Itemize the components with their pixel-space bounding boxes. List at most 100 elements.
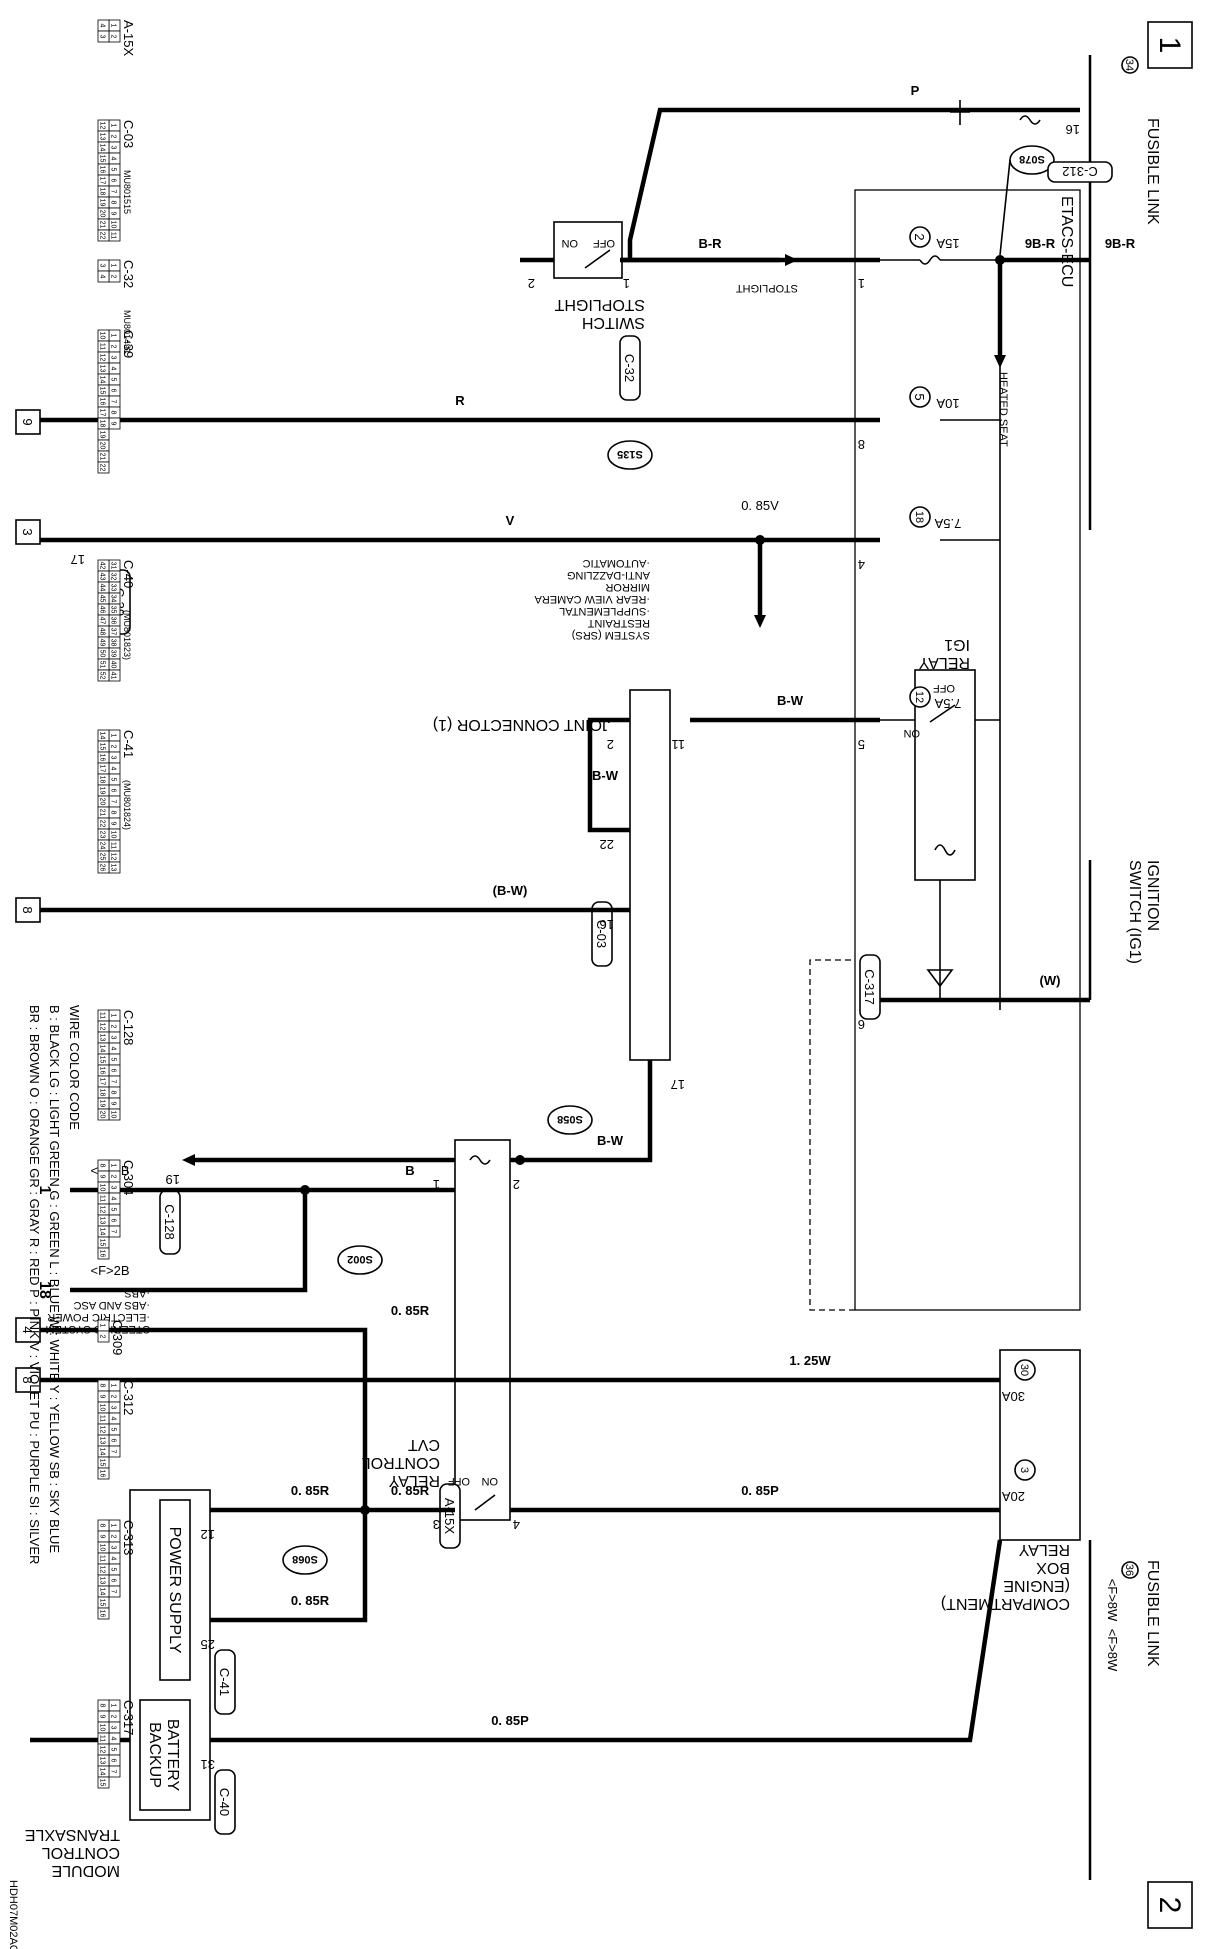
- connector-face-pin: 2: [99, 1335, 106, 1339]
- transistor-symbol: [1019, 115, 1041, 125]
- wire-label-p085-2: 0. 85P: [491, 1713, 529, 1728]
- connector-face-pin: 3: [110, 1036, 117, 1040]
- ground-ref-1: 1: [36, 1186, 53, 1195]
- page-marker-1: 1: [1153, 37, 1186, 54]
- cvt-relay-label-3: RELAY: [388, 1472, 440, 1489]
- connector-face-pin: 26: [99, 864, 106, 872]
- connector-face-pin: 1: [110, 1524, 117, 1528]
- wire-label-r085-4: 0. 85R: [291, 1483, 330, 1498]
- pin-jc-22: 22: [600, 837, 614, 852]
- ig1-relay-on: ON: [903, 727, 920, 739]
- stoplight-switch-off: OFF: [593, 237, 615, 249]
- relay-box-label-4: COMPARTMENT): [941, 1595, 1070, 1612]
- connector-face-pin: 20: [99, 1111, 106, 1119]
- connector-face-pin: 18: [99, 188, 106, 196]
- connector-face-pin: 13: [99, 1034, 106, 1042]
- splice-s135-label: S135: [617, 448, 643, 460]
- connector-face-pin: 10: [99, 332, 106, 340]
- connector-face-pin: 40: [110, 661, 117, 669]
- fuse-18-number: 18: [913, 511, 925, 523]
- connector-face-pin: 6: [110, 1759, 117, 1763]
- connector-face-pin: 1: [110, 734, 117, 738]
- tcm-battery-backup-2: BACKUP: [146, 1722, 163, 1788]
- connector-label-c41: C-41: [217, 1668, 232, 1696]
- wire-label-r: R: [455, 393, 465, 408]
- connector-face-c-41: C-41(MU801824)12345678910111213141516171…: [97, 729, 136, 874]
- connector-face-id: C-32: [121, 260, 136, 288]
- connector-face-pin: 15: [99, 387, 106, 395]
- cvt-relay-coil: [469, 1155, 491, 1165]
- abs-dest-2: ·ABS AND ASC: [74, 1299, 150, 1311]
- wire-label-bw-3: B-W: [597, 1133, 624, 1148]
- pin-tcm-25: 25: [201, 1637, 215, 1652]
- connector-face-pin: 4: [110, 767, 117, 771]
- connector-face-c-03: C-03MU8015151234567891011121314151617181…: [97, 119, 136, 242]
- wire-bw-jc-out: [520, 1060, 653, 1163]
- connector-face-cell: [97, 669, 110, 682]
- connector-face-part: (MU801823): [122, 610, 132, 660]
- ig1-relay-off: OFF: [933, 682, 955, 694]
- connector-face-pin: 5: [110, 1568, 117, 1572]
- connector-face-pin: 9: [110, 822, 117, 826]
- auto-dim-arrow: [754, 615, 766, 628]
- abs-arrow: [182, 1154, 195, 1166]
- connector-face-part: (MU801824): [122, 780, 132, 830]
- page-marker-2: 2: [1153, 1897, 1186, 1914]
- tcm-power-supply-box: [159, 1499, 191, 1681]
- fuse-18-mark: [909, 506, 931, 528]
- connector-face-pin: 16: [99, 1470, 106, 1478]
- connector-face-cell: [97, 1247, 110, 1260]
- connector-face-pin: 19: [99, 199, 106, 207]
- connector-face-pin: 3: [110, 756, 117, 760]
- etacs-ecu-outline: [854, 189, 1081, 1311]
- connector-face-pin: 1: [110, 1014, 117, 1018]
- connector-face-id: C-309: [110, 1320, 125, 1355]
- connector-face-pin: 5: [110, 378, 117, 382]
- connector-face-pin: 20: [99, 798, 106, 806]
- connector-face-pin: 2: [110, 275, 117, 279]
- ref-8a: 8: [20, 906, 35, 913]
- connector-face-pin: 6: [110, 1579, 117, 1583]
- connector-face-pin: 5: [110, 1748, 117, 1752]
- connector-face-pin: 42: [99, 562, 106, 570]
- connector-tag-c317: [859, 954, 881, 1020]
- auto-dim-dest-5: ·SUPPLEMENTAL: [559, 605, 650, 617]
- connector-face-pin: 12: [99, 354, 106, 362]
- connector-face-pin: 10: [99, 1544, 106, 1552]
- connector-face-pin: 2: [110, 35, 117, 39]
- connector-face-pin: 3: [110, 1726, 117, 1730]
- connector-face-pin: 17: [99, 177, 106, 185]
- pin-cvt-1: 1: [433, 1177, 440, 1192]
- stoplight-arrow: [785, 254, 798, 266]
- ref-4-box: [15, 1317, 41, 1343]
- connector-face-pin: 32: [110, 573, 117, 581]
- splice-s068-tag: [282, 1545, 328, 1575]
- connector-face-pin: 7: [110, 800, 117, 804]
- connector-face-pin: 13: [99, 1217, 106, 1225]
- auto-dim-dest-3: MIRROR: [605, 581, 650, 593]
- connector-face-pin: 21: [99, 809, 106, 817]
- connector-face-pin: 5: [110, 778, 117, 782]
- connector-tag-c32-a: [619, 335, 641, 401]
- connector-face-cell: [97, 1776, 110, 1789]
- connector-face-pin: 16: [99, 166, 106, 174]
- connector-label-c312: C-312: [1062, 164, 1097, 179]
- wire-label-v085: 0. 85V: [741, 498, 779, 513]
- tcm-power-supply: POWER SUPPLY: [166, 1527, 183, 1654]
- connector-face-pin: 16: [99, 1610, 106, 1618]
- connector-face-pin: 12: [99, 1023, 106, 1031]
- connector-face-pin: 5: [110, 1058, 117, 1062]
- auto-dim-dest-6: RESTRAINT: [587, 617, 650, 629]
- fuse-2-element: [919, 255, 941, 265]
- connector-face-pin: 14: [99, 1448, 106, 1456]
- color-code-line-2: BR : BROWN O : ORANGE GR : GRAY R : RED …: [27, 1005, 42, 1564]
- ground-ref-18: 18: [36, 1281, 53, 1299]
- connector-face-pin: 6: [110, 1439, 117, 1443]
- wire-p085-tcm: [30, 1539, 1003, 1743]
- connector-face-pin: 13: [110, 864, 117, 872]
- connector-face-pin: 3: [110, 1546, 117, 1550]
- connector-face-pin: 9: [99, 1395, 106, 1399]
